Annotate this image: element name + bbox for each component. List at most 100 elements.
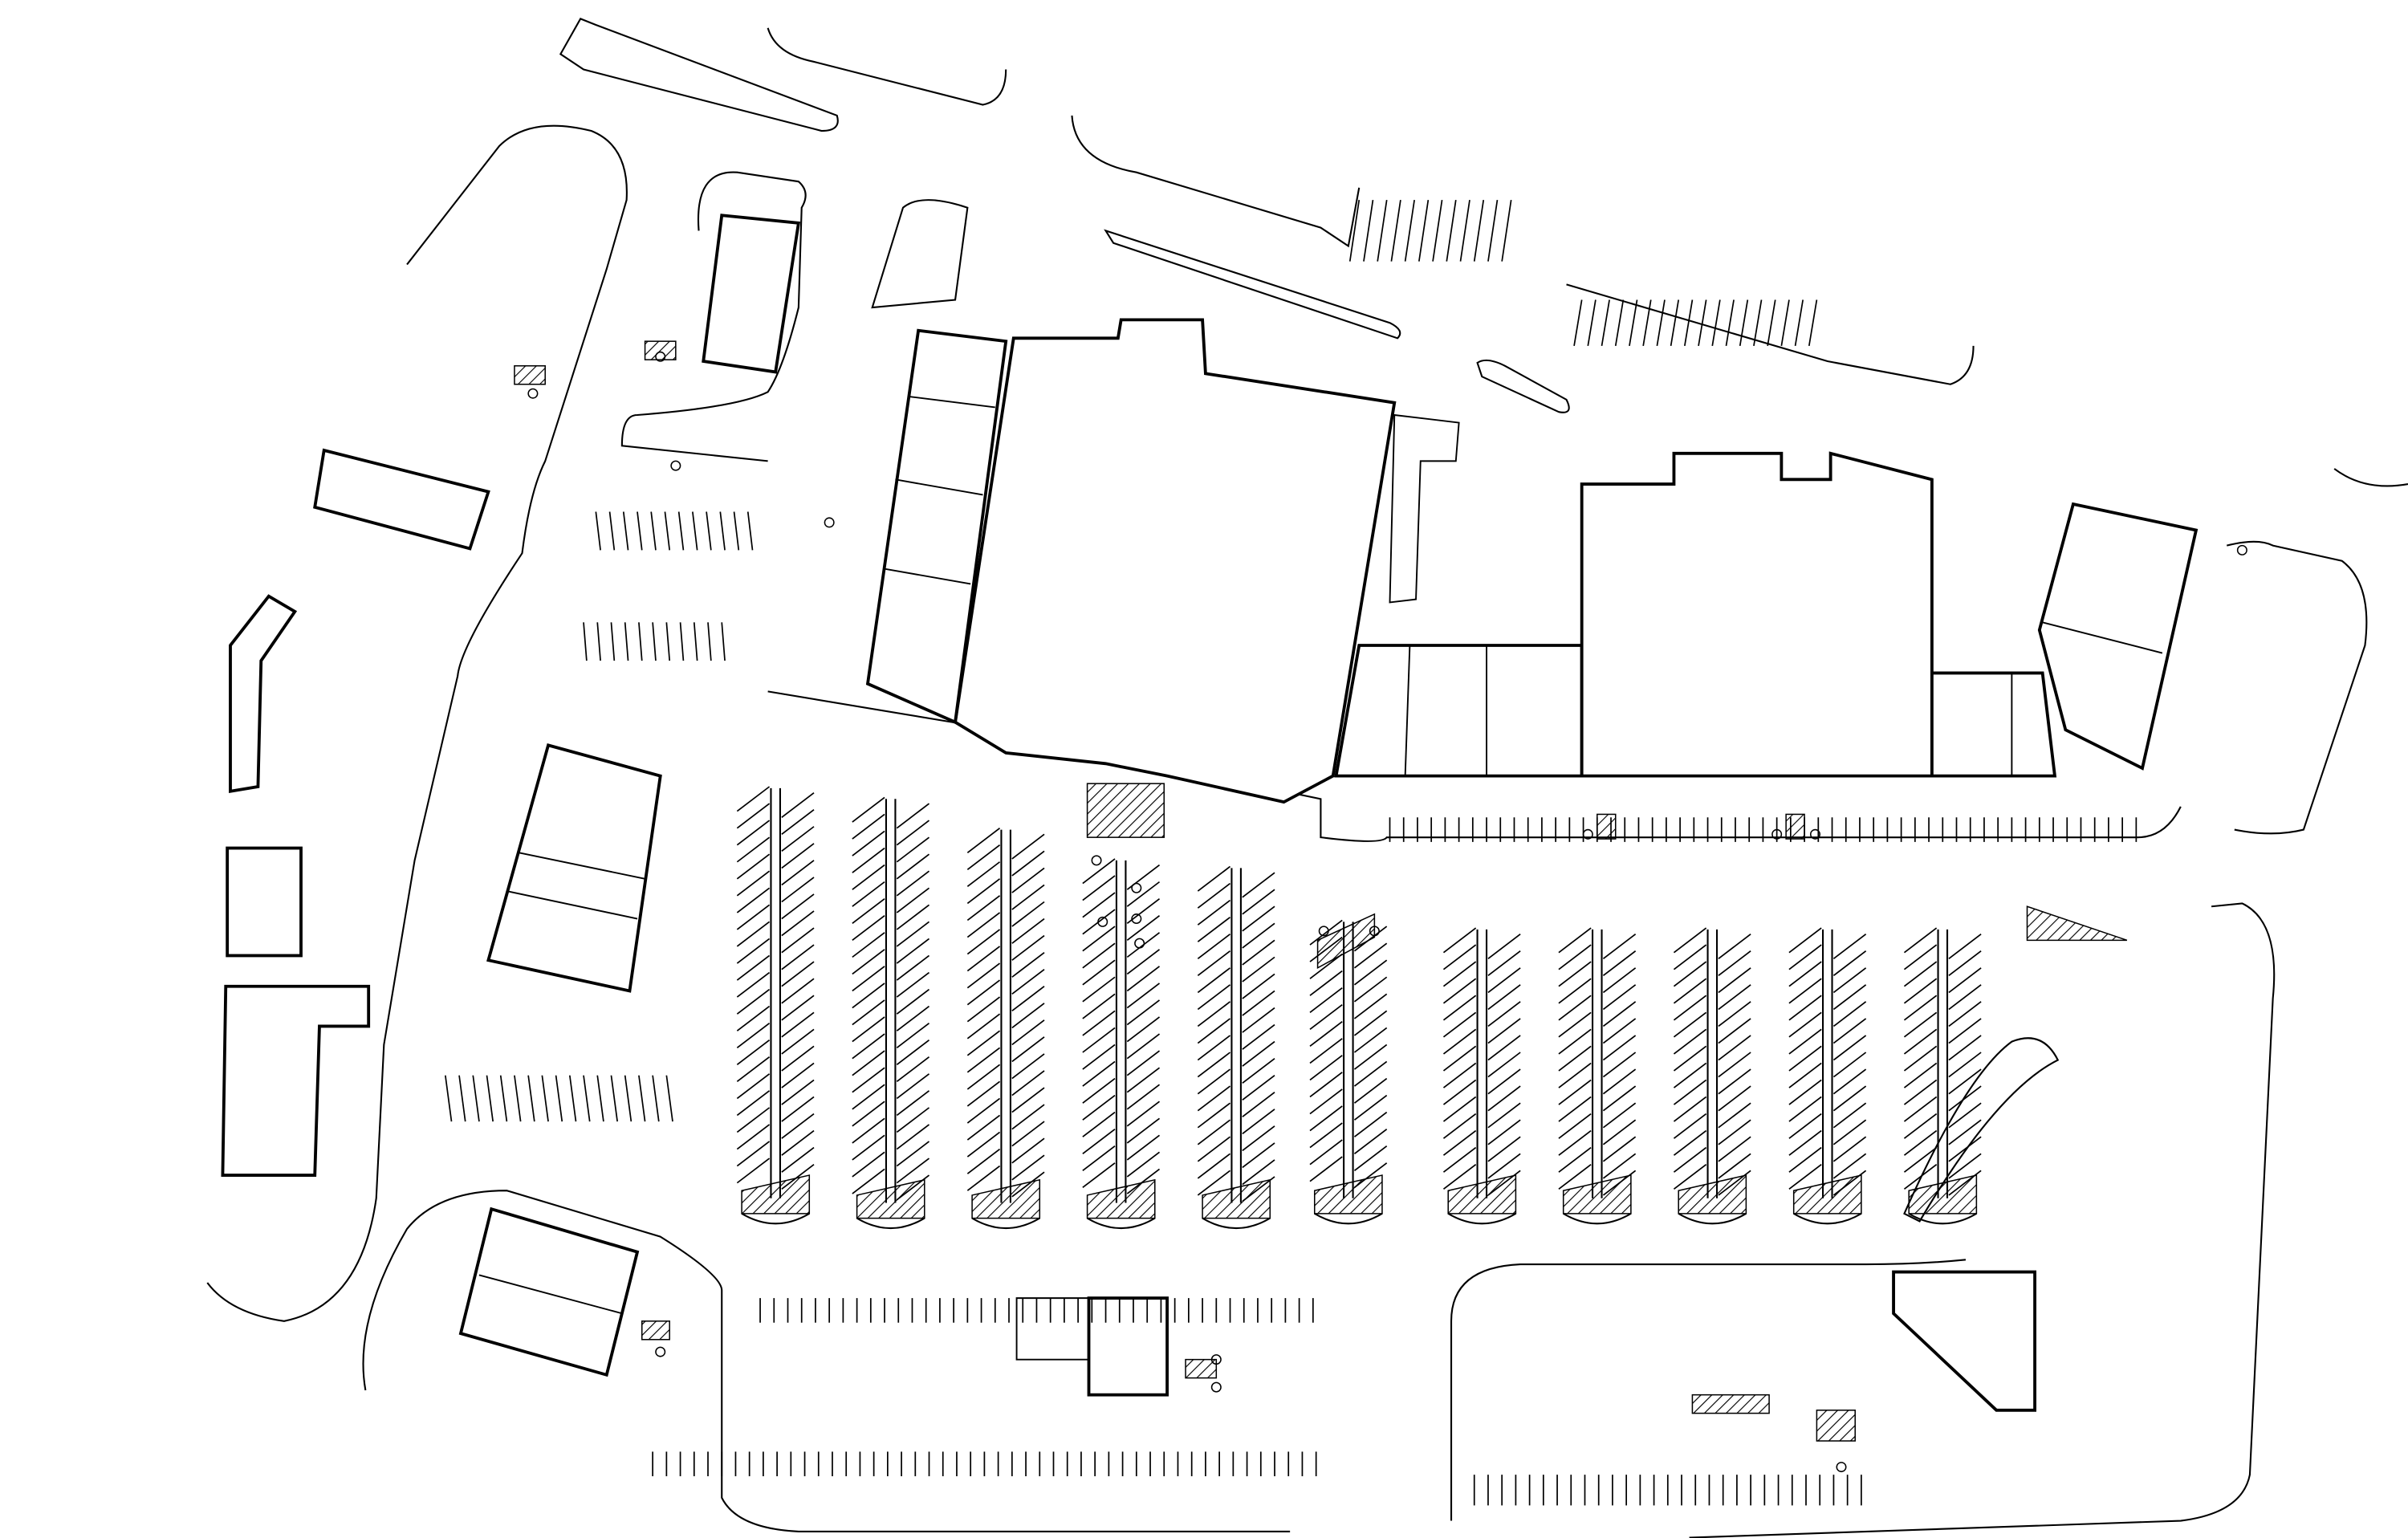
parking-stripe — [1442, 1163, 1477, 1190]
parking-stripe — [736, 921, 771, 947]
parking-stripe — [1126, 1067, 1161, 1093]
parking-stripe — [1309, 953, 1343, 979]
parking-stripe — [1558, 1011, 1592, 1038]
parking-stripe — [514, 1075, 522, 1122]
parking-stripe — [1487, 1018, 1521, 1044]
parking-stripe — [781, 1062, 815, 1088]
north-pad-building — [702, 214, 801, 374]
parking-stripe — [852, 1168, 885, 1194]
parking-stripe — [1353, 1077, 1388, 1104]
parking-stripe — [1353, 993, 1388, 1019]
southwest-building — [458, 1206, 640, 1377]
parking-stripe — [1082, 976, 1116, 1003]
parking-stripe — [852, 813, 885, 840]
parking-stripe — [1353, 1128, 1388, 1154]
parking-stripe — [1903, 1146, 1938, 1173]
parking-stripe — [1788, 927, 1822, 954]
hatched-loading-zone — [2026, 905, 2128, 942]
parking-stripe — [458, 1075, 466, 1122]
parking-stripe — [1673, 978, 1707, 1004]
parking-stripe — [1602, 967, 1637, 994]
anchor-store-1 — [953, 318, 1397, 804]
parking-stripe — [966, 979, 1001, 1006]
parking-stripe — [852, 1134, 885, 1161]
parking-stripe — [1442, 1096, 1477, 1122]
parking-stripe — [1442, 1129, 1477, 1156]
parking-stripe — [1011, 1104, 1045, 1130]
parking-stripe — [1082, 1027, 1116, 1053]
parking-stripe — [1082, 858, 1116, 885]
parking-stripe — [1602, 1068, 1637, 1095]
parking-stripe — [1602, 1001, 1637, 1027]
parking-stripe — [1673, 1129, 1707, 1156]
parking-stripe — [1082, 926, 1116, 952]
parking-stripe — [1442, 1062, 1477, 1088]
top-left-median — [559, 18, 839, 132]
parking-stripe — [1718, 1001, 1751, 1027]
shop-divider — [882, 568, 971, 585]
parking-stripe — [781, 995, 815, 1021]
parking-stripe — [736, 1056, 771, 1083]
shop-divider — [478, 1274, 623, 1315]
parking-stripe — [1684, 299, 1694, 347]
parking-stripe — [1602, 950, 1637, 977]
parking-stripe — [1487, 1052, 1521, 1078]
parking-stripe — [1353, 1027, 1388, 1053]
parking-stripe — [1948, 1035, 1982, 1061]
parking-stripe — [1011, 1121, 1045, 1147]
parking-stripe — [1602, 1119, 1637, 1145]
parking-stripe — [1487, 1170, 1521, 1196]
parking-stripe — [1788, 1146, 1822, 1173]
parking-stripe — [1309, 1021, 1343, 1048]
parking-stripe — [1011, 934, 1045, 961]
parking-stripe — [1788, 961, 1822, 987]
parking-stripe — [966, 929, 1001, 955]
parking-stripe — [595, 511, 601, 551]
parking-stripe — [1558, 1146, 1592, 1173]
parking-stripe — [1082, 1077, 1116, 1104]
parking-stripe — [1242, 922, 1275, 949]
parking-stripe — [1718, 1035, 1751, 1061]
parking-stripe — [1197, 1035, 1231, 1061]
parking-stripe — [1442, 1113, 1477, 1139]
parking-stripe — [966, 1148, 1001, 1174]
parking-stripe — [1753, 299, 1763, 347]
island-end-hatch — [741, 1174, 811, 1215]
parking-stripe — [896, 1107, 930, 1133]
parking-stripe — [1673, 1062, 1707, 1088]
parking-stripe — [1197, 1018, 1231, 1044]
parking-stripe — [1832, 1119, 1867, 1145]
parking-stripe — [966, 1030, 1001, 1056]
parking-stripe — [1718, 967, 1751, 994]
parking-stripe — [1903, 995, 1938, 1021]
parking-stripe — [1903, 978, 1938, 1004]
hatched-loading-zone — [1597, 813, 1617, 840]
parking-stripe — [1948, 984, 1982, 1011]
parking-stripe — [1832, 984, 1867, 1011]
parking-stripe — [1197, 1170, 1231, 1196]
parking-stripe — [679, 622, 685, 661]
parking-stripe — [781, 1079, 815, 1105]
parking-stripe — [781, 877, 815, 903]
parking-stripe — [1446, 200, 1457, 262]
parking-stripe — [966, 878, 1001, 905]
parking-stripe — [736, 1158, 771, 1184]
parking-stripe — [1558, 1113, 1592, 1139]
parking-stripe — [1242, 990, 1275, 1016]
hatched-loading-zone — [514, 365, 546, 385]
parking-stripe — [781, 1045, 815, 1072]
parking-stripe — [583, 1075, 591, 1122]
parking-stripe — [1718, 1136, 1751, 1162]
parking-stripe — [736, 786, 771, 812]
parking-stripe — [852, 1084, 885, 1110]
hatched-loading-zone — [644, 340, 677, 360]
parking-stripe — [1126, 1134, 1161, 1161]
parking-stripe — [966, 827, 1001, 853]
parking-island — [1793, 929, 1862, 1225]
parking-stripe — [692, 511, 698, 551]
parking-stripe — [1242, 1176, 1275, 1202]
parking-stripe — [1126, 983, 1161, 1009]
parking-stripe — [1558, 1062, 1592, 1088]
parking-stripes — [444, 200, 2247, 1506]
parking-stripe — [1197, 899, 1231, 926]
